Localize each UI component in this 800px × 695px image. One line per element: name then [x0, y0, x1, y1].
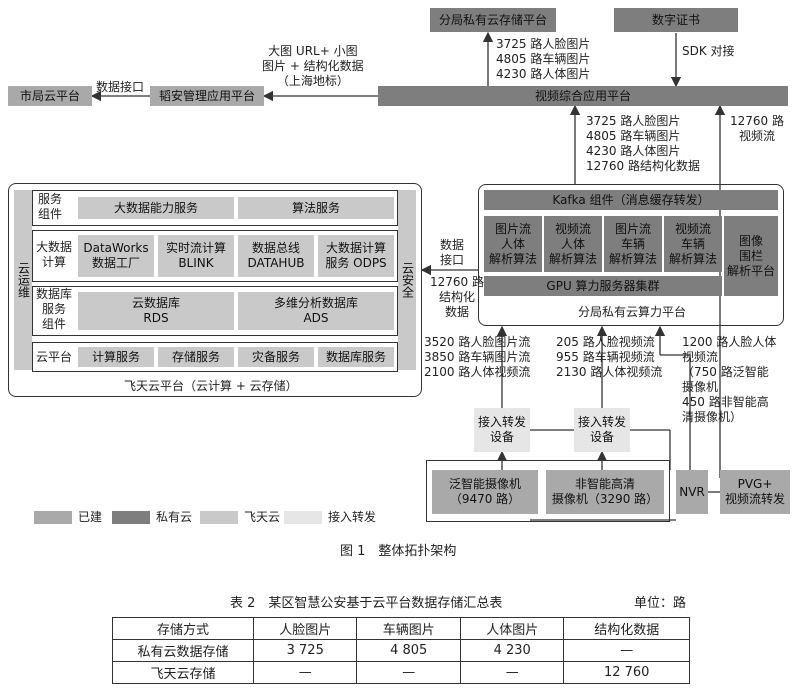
- odps: 大数据计算 服务 ODPS: [318, 235, 394, 277]
- compute-platform-frame: [478, 184, 784, 326]
- database-row: [32, 286, 398, 336]
- cloud-security-bar: 云安全: [398, 190, 416, 370]
- cloud-platform-row: [32, 342, 398, 372]
- table-header: 人体图片: [459, 617, 565, 640]
- table-row: 飞天云存储 — — — 12 760: [112, 661, 690, 684]
- video-stream-label: 12760 路 视频流: [730, 114, 784, 143]
- storage-table: 存储方式 人脸图片 车辆图片 人体图片 结构化数据 私有云数据存储 3 725 …: [112, 617, 690, 684]
- row-head-service: 服务 组件: [38, 192, 63, 221]
- table-cell: 飞天云存储: [112, 661, 254, 684]
- legend-swatch-feitian: [200, 511, 238, 524]
- nvr-box: NVR: [676, 470, 708, 514]
- ads: 多维分析数据库 ADS: [238, 292, 394, 330]
- data-interface-mid-label: 数据 接口: [440, 238, 465, 267]
- video-streams-label: 205 路人脸视频流 955 路车辆视频流 2130 路人体视频流: [556, 335, 663, 379]
- gpu-cluster: GPU 算力服务器集群: [484, 276, 722, 296]
- feitian-cloud-frame: [8, 183, 422, 397]
- camera-group-frame: [426, 460, 670, 522]
- blink: 实时流计算 BLINK: [158, 235, 234, 277]
- daoan-platform: 韬安管理应用平台: [150, 86, 264, 106]
- cloud-ops-bar: 云运维: [14, 190, 32, 370]
- nvr-streams-label: 1200 路人脸人体 视频流 （750 路泛智能 摄像机 450 路非智能高 清…: [682, 335, 777, 424]
- legend-label-access: 接入转发: [328, 510, 377, 524]
- bigdata-compute-row: [32, 230, 398, 282]
- dataworks: DataWorks 数据工厂: [78, 235, 154, 277]
- rds: 云数据库 RDS: [78, 292, 234, 330]
- feitian-caption: 飞天云平台（云计算 + 云存储）: [124, 379, 298, 393]
- video-app-platform: 视频综合应用平台: [378, 86, 788, 106]
- storage-service: 存储服务: [158, 347, 234, 367]
- access-device-left: 接入转发 设备: [474, 408, 530, 452]
- compute-caption: 分局私有云算力平台: [578, 305, 687, 319]
- datahub: 数据总线 DATAHUB: [238, 235, 314, 277]
- legend-label-built: 已建: [78, 510, 103, 524]
- figure-caption: 图 1 整体拓扑架构: [340, 544, 457, 559]
- compute-to-app-label: 3725 路人脸图片 4805 路车辆图片 4230 路人体图片 12760 路…: [586, 114, 700, 173]
- table-cell: —: [563, 639, 690, 662]
- table-title: 表 2 某区智慧公安基于云平台数据存储汇总表: [230, 596, 503, 611]
- table-cell: 私有云数据存储: [112, 639, 254, 662]
- algo-pic-body: 图片流 人体 解析算法: [484, 216, 542, 272]
- row-head-cloud: 云平台: [36, 350, 73, 364]
- table-cell: —: [459, 661, 565, 684]
- legend-label-private: 私有云: [156, 510, 193, 524]
- pvg-forward: PVG+ 视频流转发: [720, 470, 790, 514]
- struct-data-label: 12760 路 结构化 数据: [430, 275, 484, 319]
- table-cell: —: [252, 661, 358, 684]
- dr-service: 灾备服务: [238, 347, 314, 367]
- table-header: 结构化数据: [563, 617, 690, 640]
- table-cell: 12 760: [563, 661, 690, 684]
- table-cell: 4 805: [356, 639, 461, 662]
- picture-streams-label: 3520 路人脸图片流 3850 路车辆图片流 2100 路人体视频流: [424, 335, 531, 379]
- smart-camera: 泛智能摄像机 （9470 路）: [432, 470, 538, 514]
- legend-label-feitian: 飞天云: [244, 510, 281, 524]
- table-cell: —: [356, 661, 461, 684]
- database-service: 数据库服务: [318, 347, 394, 367]
- table-header: 车辆图片: [356, 617, 461, 640]
- table-unit: 单位：路: [634, 596, 687, 611]
- algorithm-service: 算法服务: [238, 197, 394, 219]
- cloud-security-label: 云安全: [400, 262, 415, 298]
- cloud-ops-label: 云运维: [16, 262, 31, 298]
- sdk-label: SDK 对接: [682, 44, 735, 58]
- table-header: 存储方式: [112, 617, 254, 640]
- row-head-database: 数据库 服务 组件: [36, 287, 73, 331]
- digital-certificate: 数字证书: [614, 8, 738, 32]
- image-fence-platform: 图像 围栏 解析平台: [724, 216, 778, 296]
- algo-video-body: 视频流 人体 解析算法: [544, 216, 602, 272]
- compute-service: 计算服务: [78, 347, 154, 367]
- table-header-row: 存储方式 人脸图片 车辆图片 人体图片 结构化数据: [112, 617, 690, 640]
- table-cell: 3 725: [252, 639, 358, 662]
- legend-swatch-built: [34, 511, 72, 524]
- big-image-label: 大图 URL+ 小图 图片 + 结构化数据 （上海地标）: [262, 44, 364, 88]
- row-head-bigdata: 大数据 计算: [36, 240, 73, 269]
- algo-pic-vehicle: 图片流 车辆 解析算法: [604, 216, 662, 272]
- access-device-right: 接入转发 设备: [574, 408, 630, 452]
- city-cloud-platform: 市局云平台: [8, 86, 92, 106]
- hd-camera: 非智能高清 摄像机（3290 路）: [546, 470, 664, 514]
- algo-video-vehicle: 视频流 车辆 解析算法: [664, 216, 722, 272]
- table-header: 人脸图片: [252, 617, 358, 640]
- table-cell: 4 230: [459, 639, 565, 662]
- storage-counts-label: 3725 路人脸图片 4805 路车辆图片 4230 路人体图片: [496, 37, 591, 81]
- bigdata-capability-service: 大数据能力服务: [78, 197, 234, 219]
- legend-swatch-private: [112, 511, 150, 524]
- kafka-component: Kafka 组件（消息缓存转发）: [484, 190, 778, 210]
- service-component-row: [32, 190, 398, 226]
- data-interface-left-label: 数据接口: [96, 80, 145, 94]
- legend-swatch-access: [284, 511, 322, 524]
- branch-private-storage: 分局私有云存储平台: [430, 8, 556, 32]
- table-row: 私有云数据存储 3 725 4 805 4 230 —: [112, 639, 690, 662]
